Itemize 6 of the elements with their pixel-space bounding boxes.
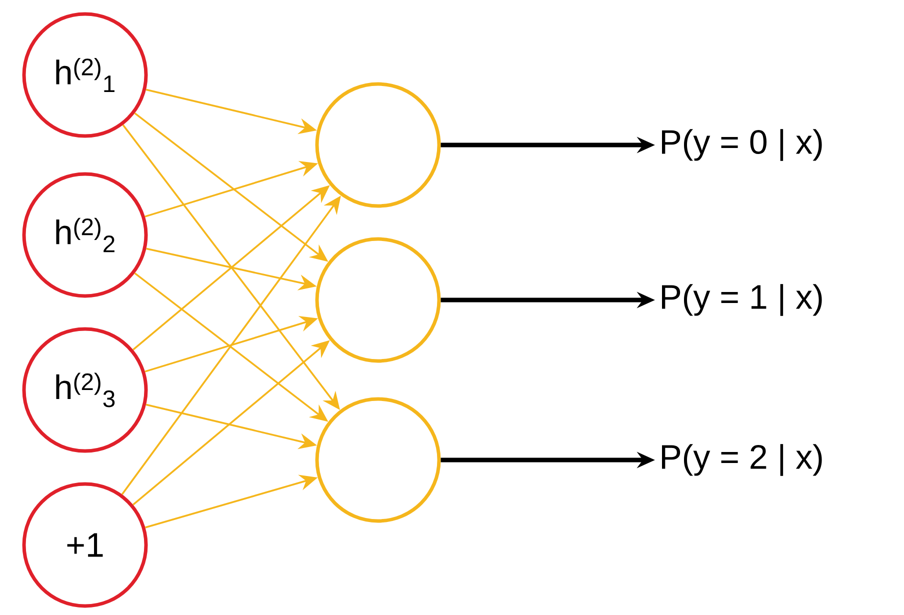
- output-label: P(y = 0 | x): [662, 129, 822, 161]
- output-label: P(y = 1 | x): [662, 284, 822, 316]
- neuron-circle: [315, 237, 441, 363]
- neuron-circle: [315, 397, 441, 523]
- neuron-circle: [315, 82, 441, 208]
- output-label: P(y = 2 | x): [662, 444, 822, 476]
